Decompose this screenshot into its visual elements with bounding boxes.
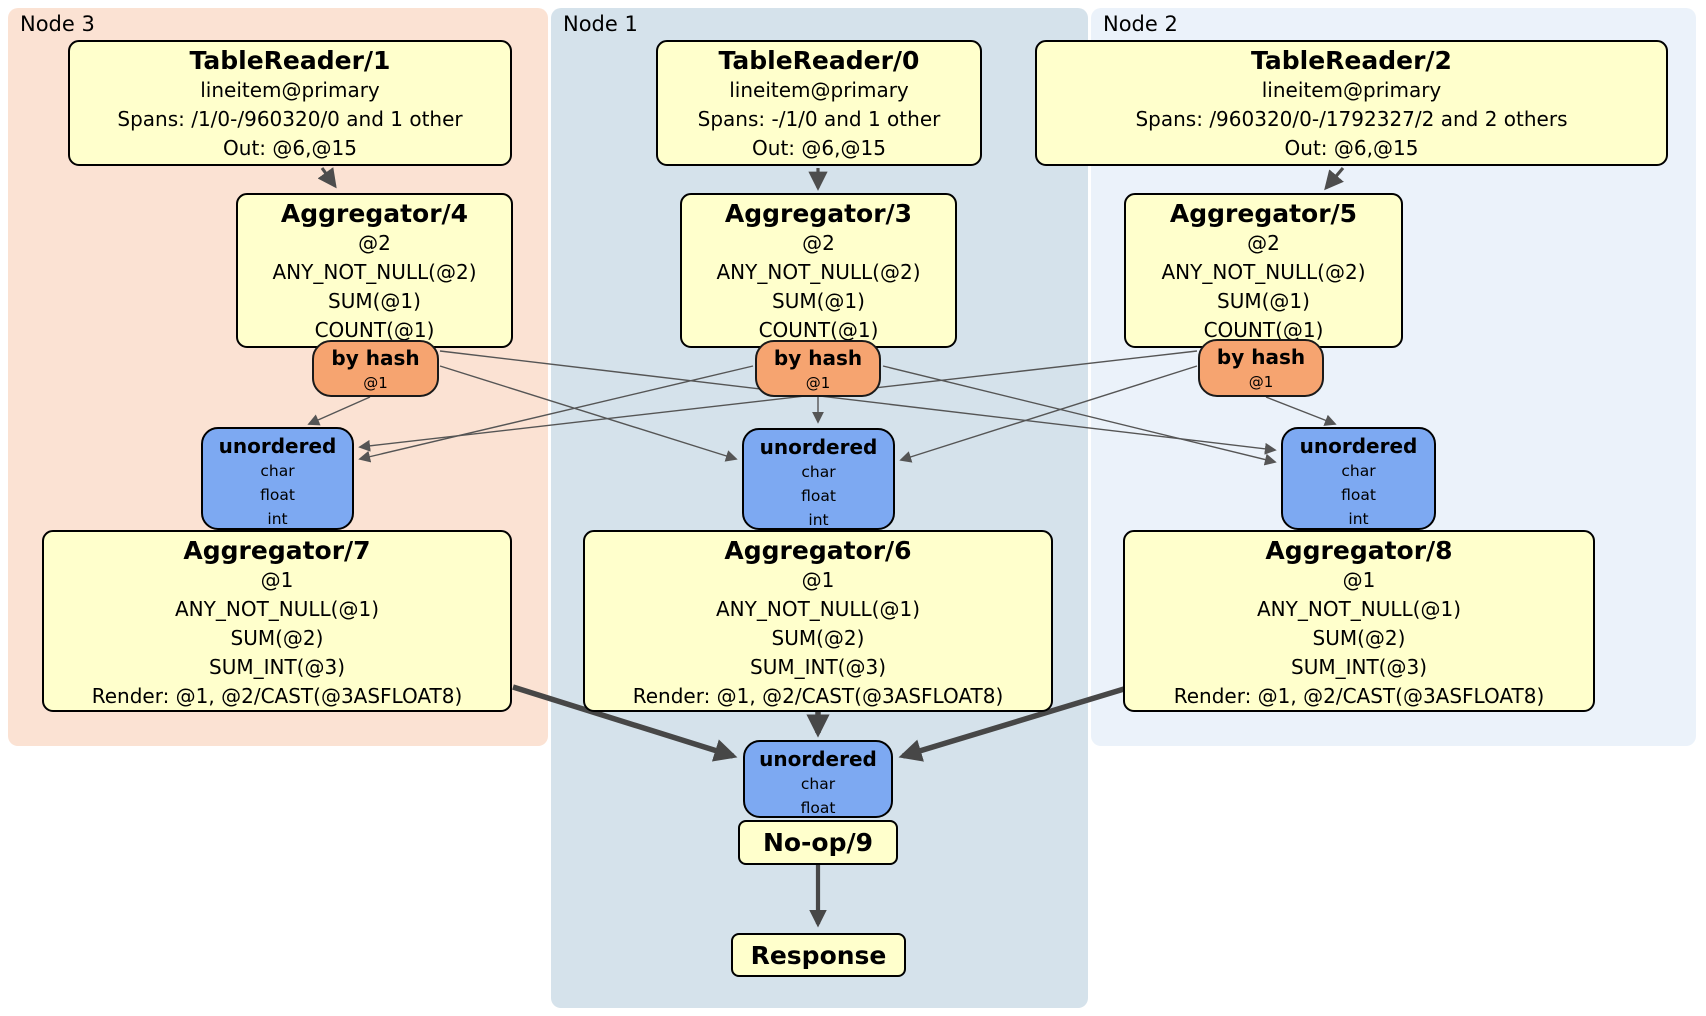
response-box: Response [731, 933, 906, 977]
aggregator-5-box: Aggregator/5 @2 ANY_NOT_NULL(@2) SUM(@1)… [1124, 193, 1403, 348]
aggregator-7-render: Render: @1, @2/CAST(@3ASFLOAT8) [91, 684, 463, 708]
aggregator-8-fn2: SUM(@2) [1312, 626, 1406, 650]
aggregator-8-fn3: SUM_INT(@3) [1291, 655, 1427, 679]
unordered-sync-node1-col3: int [808, 511, 829, 529]
unordered-sync-final: unordered char float [743, 740, 893, 818]
aggregator-6-group: @1 [801, 568, 835, 592]
aggregator-4-box: Aggregator/4 @2 ANY_NOT_NULL(@2) SUM(@1)… [236, 193, 513, 348]
tablereader-0-spans: Spans: -/1/0 and 1 other [697, 107, 941, 131]
aggregator-7-fn3: SUM_INT(@3) [209, 655, 345, 679]
node1-label: Node 1 [563, 12, 638, 36]
unordered-sync-node3-col2: float [260, 486, 295, 504]
tablereader-1-out: Out: @6,@15 [223, 136, 357, 160]
aggregator-4-fn1: ANY_NOT_NULL(@2) [272, 260, 477, 284]
tablereader-1-box: TableReader/1 lineitem@primary Spans: /1… [68, 40, 512, 166]
tablereader-1-title: TableReader/1 [189, 46, 391, 75]
aggregator-5-fn2: SUM(@1) [1217, 289, 1310, 313]
tablereader-2-spans: Spans: /960320/0-/1792327/2 and 2 others [1135, 107, 1568, 131]
aggregator-4-group: @2 [358, 231, 391, 255]
unordered-sync-node1-col2: float [801, 487, 836, 505]
aggregator-6-render: Render: @1, @2/CAST(@3ASFLOAT8) [632, 684, 1004, 708]
aggregator-3-box: Aggregator/3 @2 ANY_NOT_NULL(@2) SUM(@1)… [680, 193, 957, 348]
aggregator-5-title: Aggregator/5 [1169, 199, 1358, 228]
unordered-sync-node1-col1: char [801, 463, 836, 481]
aggregator-8-render: Render: @1, @2/CAST(@3ASFLOAT8) [1173, 684, 1545, 708]
hash-router-node3: by hash @1 [312, 340, 439, 397]
unordered-sync-node3-col1: char [260, 462, 295, 480]
aggregator-3-fn2: SUM(@1) [772, 289, 865, 313]
hash-router-node1-title: by hash [773, 346, 863, 370]
unordered-sync-final-title: unordered [759, 747, 877, 771]
aggregator-8-group: @1 [1342, 568, 1376, 592]
response-title: Response [750, 940, 887, 970]
aggregator-3-fn3: COUNT(@1) [758, 318, 879, 342]
aggregator-4-fn3: COUNT(@1) [314, 318, 435, 342]
hash-router-node2-title: by hash [1216, 345, 1306, 369]
unordered-sync-node3-col3: int [267, 510, 288, 528]
unordered-sync-node2-col2: float [1341, 486, 1376, 504]
unordered-sync-node2-col1: char [1341, 462, 1376, 480]
aggregator-7-fn1: ANY_NOT_NULL(@1) [175, 597, 379, 621]
tablereader-2-index: lineitem@primary [1261, 78, 1442, 102]
tablereader-0-box: TableReader/0 lineitem@primary Spans: -/… [656, 40, 982, 166]
aggregator-4-fn2: SUM(@1) [328, 289, 421, 313]
aggregator-6-title: Aggregator/6 [724, 536, 912, 565]
unordered-sync-node3-title: unordered [218, 434, 337, 458]
unordered-sync-final-col2: float [800, 799, 836, 817]
aggregator-5-group: @2 [1247, 231, 1280, 255]
node3-label: Node 3 [20, 12, 95, 36]
aggregator-3-group: @2 [802, 231, 835, 255]
aggregator-8-fn1: ANY_NOT_NULL(@1) [1257, 597, 1461, 621]
aggregator-6-fn1: ANY_NOT_NULL(@1) [716, 597, 920, 621]
unordered-sync-node1-title: unordered [759, 435, 878, 459]
aggregator-8-title: Aggregator/8 [1265, 536, 1453, 565]
hash-router-node3-key: @1 [363, 374, 388, 392]
unordered-sync-final-col1: char [800, 775, 836, 793]
unordered-sync-node2: unordered char float int [1281, 427, 1436, 530]
aggregator-6-fn3: SUM_INT(@3) [750, 655, 886, 679]
hash-router-node1: by hash @1 [755, 340, 881, 397]
aggregator-7-fn2: SUM(@2) [230, 626, 324, 650]
aggregator-5-fn3: COUNT(@1) [1203, 318, 1324, 342]
unordered-sync-node2-title: unordered [1299, 434, 1418, 458]
tablereader-2-title: TableReader/2 [1251, 46, 1452, 75]
aggregator-7-box: Aggregator/7 @1 ANY_NOT_NULL(@1) SUM(@2)… [42, 530, 512, 712]
aggregator-6-box: Aggregator/6 @1 ANY_NOT_NULL(@1) SUM(@2)… [583, 530, 1053, 712]
aggregator-8-box: Aggregator/8 @1 ANY_NOT_NULL(@1) SUM(@2)… [1123, 530, 1595, 712]
tablereader-1-index: lineitem@primary [200, 78, 380, 102]
aggregator-5-fn1: ANY_NOT_NULL(@2) [1161, 260, 1366, 284]
noop-9-title: No-op/9 [762, 828, 874, 857]
hash-router-node3-title: by hash [331, 346, 420, 370]
hash-router-node2: by hash @1 [1198, 339, 1324, 397]
unordered-sync-node1: unordered char float int [742, 428, 895, 530]
aggregator-7-group: @1 [260, 568, 294, 592]
tablereader-0-out: Out: @6,@15 [752, 136, 886, 160]
aggregator-7-title: Aggregator/7 [183, 536, 371, 565]
hash-router-node1-key: @1 [805, 374, 831, 392]
aggregator-6-fn2: SUM(@2) [771, 626, 865, 650]
hash-router-node2-key: @1 [1248, 373, 1274, 391]
tablereader-0-index: lineitem@primary [729, 78, 909, 102]
unordered-sync-node3: unordered char float int [201, 427, 354, 530]
tablereader-2-out: Out: @6,@15 [1284, 136, 1419, 160]
tablereader-1-spans: Spans: /1/0-/960320/0 and 1 other [117, 107, 463, 131]
aggregator-3-title: Aggregator/3 [724, 199, 913, 228]
tablereader-2-box: TableReader/2 lineitem@primary Spans: /9… [1035, 40, 1668, 166]
tablereader-0-title: TableReader/0 [718, 46, 920, 75]
noop-9-box: No-op/9 [738, 820, 898, 865]
aggregator-3-fn1: ANY_NOT_NULL(@2) [716, 260, 921, 284]
aggregator-4-title: Aggregator/4 [280, 199, 469, 228]
node2-label: Node 2 [1103, 12, 1178, 36]
unordered-sync-node2-col3: int [1348, 510, 1369, 528]
